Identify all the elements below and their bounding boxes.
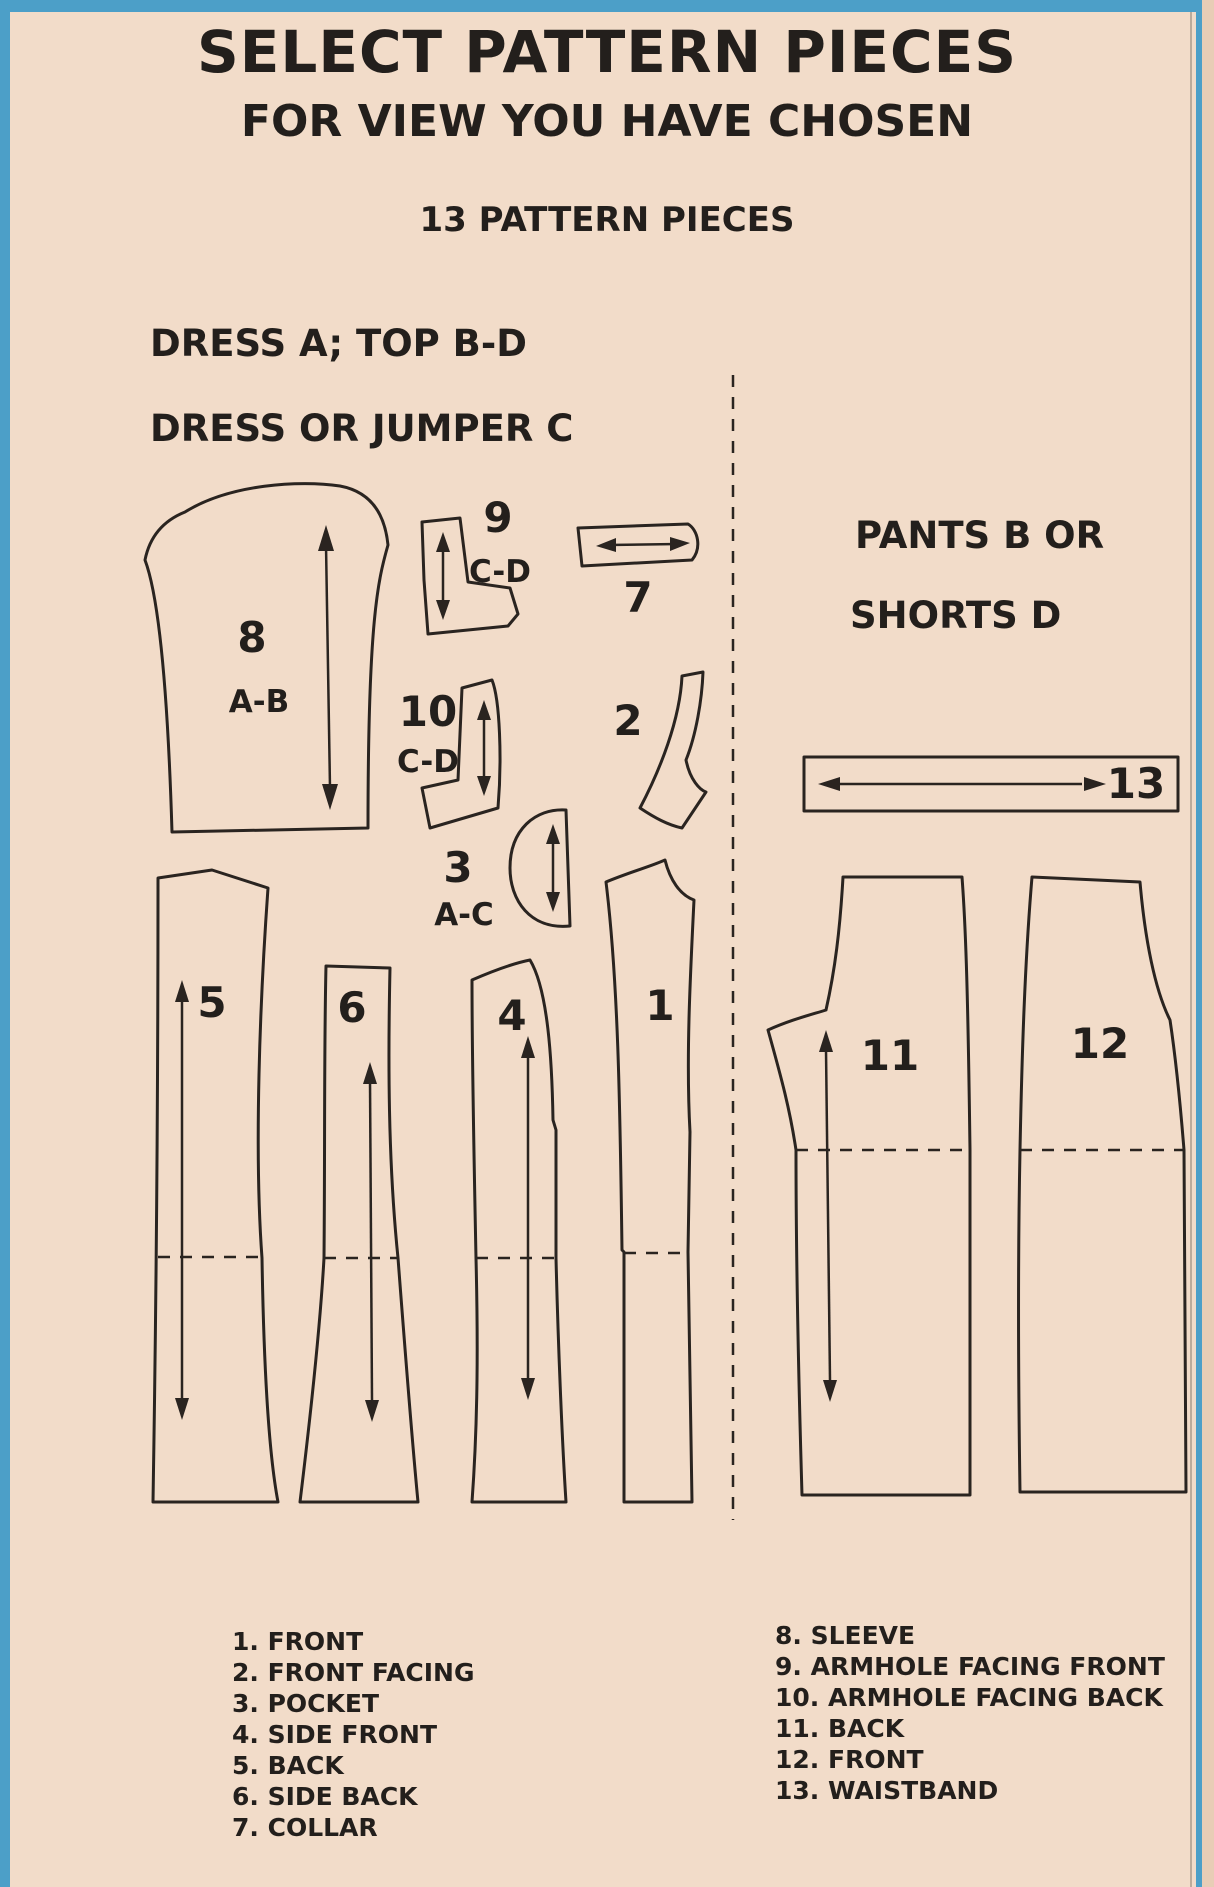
legend-right: 8. SLEEVE 9. ARMHOLE FACING FRONT 10. AR… <box>775 1620 1165 1806</box>
legend-item: 3. POCKET <box>232 1689 380 1718</box>
piece-9-armhole-facing-front: 9 C-D <box>420 493 531 636</box>
page-subtitle: FOR VIEW YOU HAVE CHOSEN <box>240 96 974 147</box>
piece-11-pants-back: 11 <box>766 875 972 1497</box>
dress-top-heading: DRESS A; TOP B-D <box>150 322 527 365</box>
piece-13-number: 13 <box>1107 759 1165 808</box>
page-title: SELECT PATTERN PIECES <box>196 18 1017 86</box>
legend-item: 4. SIDE FRONT <box>232 1720 437 1749</box>
legend-item: 8. SLEEVE <box>775 1621 916 1650</box>
piece-11-number: 11 <box>861 1031 919 1080</box>
piece-6-side-back: 6 <box>298 964 420 1504</box>
piece-3-views: A-C <box>434 897 494 933</box>
legend-item: 7. COLLAR <box>232 1813 378 1842</box>
right-border <box>1196 0 1202 1887</box>
piece-4-side-front: 4 <box>470 958 568 1504</box>
top-border <box>0 0 1214 12</box>
piece-7-number: 7 <box>623 573 652 622</box>
shorts-heading: SHORTS D <box>850 594 1062 637</box>
legend-item: 11. BACK <box>775 1714 905 1743</box>
pants-heading: PANTS B OR <box>855 514 1105 557</box>
piece-3-pocket: 3 A-C <box>434 808 572 933</box>
piece-3-number: 3 <box>443 843 472 892</box>
dress-jumper-heading: DRESS OR JUMPER C <box>150 407 574 450</box>
right-margin <box>1202 0 1214 1887</box>
legend-item: 9. ARMHOLE FACING FRONT <box>775 1652 1165 1681</box>
legend-item: 6. SIDE BACK <box>232 1782 418 1811</box>
legend-item: 13. WAISTBAND <box>775 1776 999 1805</box>
piece-5-number: 5 <box>197 978 226 1027</box>
piece-8-views: A-B <box>229 684 290 720</box>
piece-8-sleeve: 8 A-B <box>143 482 390 834</box>
piece-7-collar: 7 <box>576 522 700 622</box>
piece-2-front-facing: 2 <box>613 670 708 830</box>
paper-edge <box>1190 12 1192 1887</box>
piece-2-number: 2 <box>613 696 642 745</box>
legend-item: 12. FRONT <box>775 1745 924 1774</box>
legend-left: 1. FRONT 2. FRONT FACING 3. POCKET 4. SI… <box>232 1626 475 1843</box>
piece-6-number: 6 <box>337 983 366 1032</box>
legend-item: 10. ARMHOLE FACING BACK <box>775 1683 1163 1712</box>
piece-1-number: 1 <box>645 981 674 1030</box>
piece-13-waistband: 13 <box>802 755 1180 813</box>
piece-5-back: 5 <box>151 868 280 1504</box>
piece-1-front: 1 <box>604 858 696 1504</box>
piece-9-views: C-D <box>469 554 531 590</box>
left-border <box>0 0 10 1887</box>
piece-4-number: 4 <box>497 991 526 1040</box>
piece-10-armhole-facing-back: 10 C-D <box>397 678 502 830</box>
legend-item: 2. FRONT FACING <box>232 1658 475 1687</box>
piece-count: 13 PATTERN PIECES <box>419 200 795 240</box>
piece-12-number: 12 <box>1071 1019 1129 1068</box>
legend-item: 5. BACK <box>232 1751 344 1780</box>
legend-item: 1. FRONT <box>232 1627 364 1656</box>
piece-9-number: 9 <box>483 493 512 542</box>
piece-10-views: C-D <box>397 744 459 780</box>
piece-8-number: 8 <box>237 613 266 662</box>
piece-10-number: 10 <box>399 687 457 736</box>
piece-12-pants-front: 12 <box>1017 875 1188 1494</box>
